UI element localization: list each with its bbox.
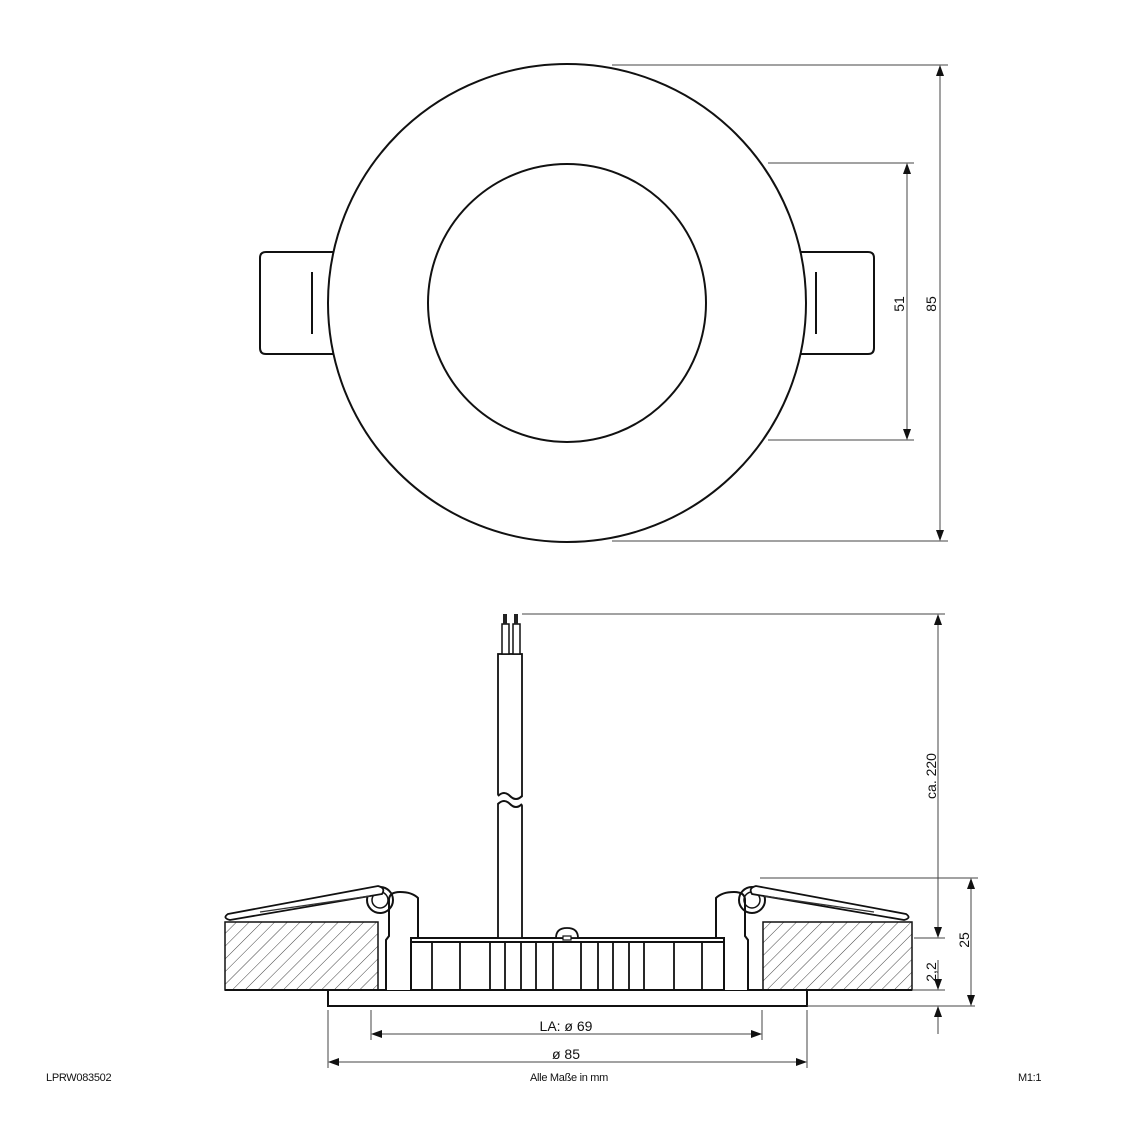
article-number: LPRW083502 <box>46 1072 112 1084</box>
power-cable <box>496 614 524 939</box>
dimension-label-51: 51 <box>891 296 907 312</box>
right-spring-tab <box>800 251 875 355</box>
dimension-51: 51 <box>768 162 914 441</box>
dimension-label-85: 85 <box>923 296 939 312</box>
right-spring-clip <box>715 885 910 990</box>
dimension-bezel-thickness: 2,2 <box>807 960 975 1034</box>
dimension-label-cutout: LA: ø 69 <box>540 1018 593 1034</box>
dimension-label-outer-diameter: ø 85 <box>552 1046 580 1062</box>
dimension-label-total-height: 25 <box>956 932 972 948</box>
dimension-outer-diameter: ø 85 <box>327 1010 808 1068</box>
scale-label: M1:1 <box>1018 1072 1042 1084</box>
units-note: Alle Maße in mm <box>530 1072 609 1084</box>
left-spring-clip <box>224 885 419 990</box>
outer-ring <box>327 63 807 543</box>
dimension-85: 85 <box>612 64 948 542</box>
screw-head <box>555 927 579 939</box>
ceiling-right <box>762 921 913 991</box>
ceiling-left <box>224 921 379 991</box>
left-spring-tab <box>259 251 333 355</box>
dimension-label-cable-length: ca. 220 <box>923 753 939 799</box>
dimension-label-bezel-thickness: 2,2 <box>923 962 939 982</box>
heatsink <box>410 927 725 991</box>
top-view: 85 51 <box>259 63 948 543</box>
dimension-cutout: LA: ø 69 <box>370 1010 763 1040</box>
dimension-total-height: 25 <box>760 877 978 1006</box>
side-view: ca. 220 2,2 25 LA: ø 69 <box>224 613 978 1068</box>
dimension-cable-length: ca. 220 <box>522 613 945 939</box>
bezel <box>327 989 808 1007</box>
inner-opening <box>427 163 707 443</box>
